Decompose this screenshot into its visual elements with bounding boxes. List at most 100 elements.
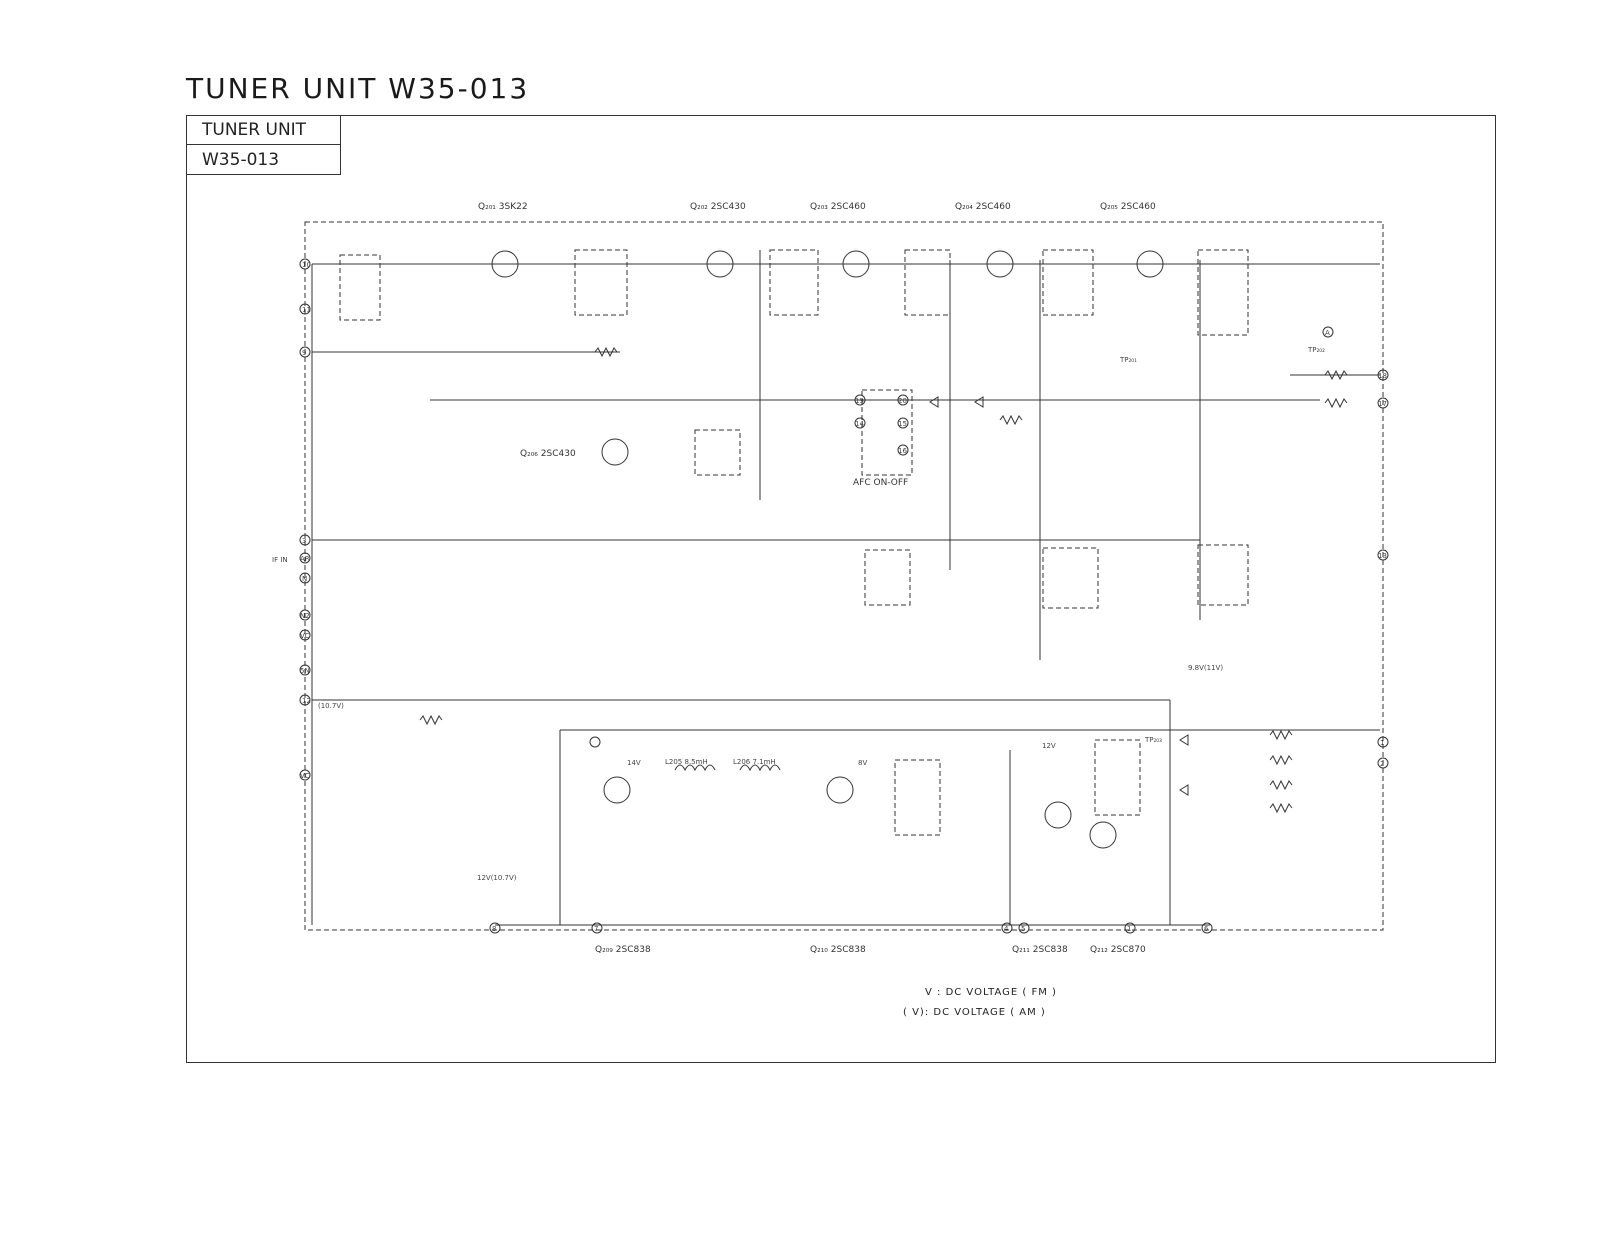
terminal-label-5: 5: [1021, 925, 1025, 933]
label-q212: Q₂₁₂ 2SC870: [1090, 945, 1146, 955]
terminal-10: [299, 258, 311, 270]
transistor-q205: [1136, 250, 1164, 278]
terminal-n2: [299, 609, 311, 621]
label-v-12b: 12V: [1042, 742, 1056, 750]
title-block-model: W35-013: [202, 150, 280, 170]
transformer-t210: [1094, 739, 1141, 816]
label-q201: Q₂₀₁ 3SK22: [478, 202, 528, 212]
legend-am: ( V): DC VOLTAGE ( AM ): [903, 1007, 1046, 1018]
label-v-9-8: 9.8V(11V): [1188, 664, 1223, 672]
label-q203: Q₂₀₃ 2SC460: [810, 202, 866, 212]
terminal-8: [489, 922, 501, 934]
title-block-unit: TUNER UNIT: [186, 115, 340, 145]
terminal-label-n: N: [302, 575, 307, 583]
transistor-q203: [842, 250, 870, 278]
resistor-r269: [1269, 779, 1293, 791]
terminal-6: [1201, 922, 1213, 934]
terminal-label-8: 8: [492, 925, 496, 933]
terminal-7: [591, 922, 603, 934]
afc-switch-box: [861, 389, 913, 476]
terminal-3: [299, 534, 311, 546]
diode-d215: [1179, 784, 1189, 796]
transformer-l201: [339, 254, 381, 321]
transistor-q201: [491, 250, 519, 278]
terminal-label-vc: VC: [300, 632, 310, 640]
label-v-10-7: (10.7V): [318, 702, 344, 710]
transformer-t204: [1197, 249, 1249, 336]
label-q210: Q₂₁₀ 2SC838: [810, 945, 866, 955]
transformer-t201: [769, 249, 819, 316]
terminal-label-4: 4: [1004, 925, 1009, 933]
terminal-label-11: 11: [302, 306, 311, 314]
label-v-12: 12V(10.7V): [477, 874, 517, 882]
label-l206: L206 7.1mH: [733, 758, 776, 766]
terminal-label-6: 6: [1204, 925, 1209, 933]
inductor-l205: [674, 764, 716, 772]
diode-d202: [929, 396, 939, 408]
resistor-r268: [1269, 729, 1293, 741]
terminal-17: [1377, 397, 1389, 409]
terminal-label-13: 13: [1378, 552, 1387, 560]
label-q205: Q₂₀₅ 2SC460: [1100, 202, 1156, 212]
terminal-label-vc2: VC: [300, 772, 310, 780]
transistor-q206: [601, 438, 629, 466]
schematic-frame: [186, 115, 1496, 1063]
transformer-t202: [904, 249, 951, 316]
terminal-r1: [1377, 736, 1389, 748]
label-q204: Q₂₀₄ 2SC460: [955, 202, 1011, 212]
transistor-q204: [986, 250, 1014, 278]
transistor-q210: [826, 776, 854, 804]
terminal-5: [1018, 922, 1030, 934]
terminal-label-3: 3: [302, 537, 306, 545]
resistor-r235: [419, 714, 443, 726]
terminal-label-ar: AR: [300, 555, 310, 563]
label-q209: Q₂₀₉ 2SC838: [595, 945, 651, 955]
label-q211: Q₂₁₁ 2SC838: [1012, 945, 1068, 955]
terminal-5n: [299, 664, 311, 676]
transformer-t209: [894, 759, 941, 836]
label-q206: Q₂₀₆ 2SC430: [520, 449, 576, 459]
label-afc-switch: AFC ON-OFF: [853, 478, 908, 488]
label-tp202: TP₂₀₂: [1307, 346, 1325, 354]
terminal-r2: [1377, 757, 1389, 769]
terminal-label-1b: 1: [1127, 925, 1131, 933]
terminal-label-9: 9: [302, 349, 306, 357]
terminal-20: [897, 394, 909, 406]
transistor-q202: [706, 250, 734, 278]
resistor-r266: [1269, 754, 1293, 766]
title-block: TUNER UNIT W35-013: [186, 115, 341, 175]
label-l205: L205 8.5mH: [665, 758, 708, 766]
terminal-14: [854, 417, 866, 429]
coil-osc: [694, 429, 741, 476]
diode-d203: [974, 396, 984, 408]
transistor-q212: [1089, 821, 1117, 849]
resistor-r270: [1269, 802, 1293, 814]
unit-boundary: [304, 221, 1384, 931]
terminal-label-12: 12: [302, 697, 311, 705]
terminal-12: [299, 694, 311, 706]
terminal-18: [1377, 369, 1389, 381]
resistor-r211: [999, 414, 1023, 426]
label-v-14: 14V: [627, 759, 641, 767]
diode-d214: [1179, 734, 1189, 746]
terminal-vc: [299, 629, 311, 641]
transformer-t203: [1042, 249, 1094, 316]
resistor-r226: [1324, 397, 1348, 409]
terminal-label-15: 15: [898, 420, 907, 428]
terminal-4: [1001, 922, 1013, 934]
terminal-label-5n: 5N: [300, 667, 310, 675]
terminal-label-n2: N2: [300, 612, 310, 620]
terminal-a-top: [1322, 326, 1334, 338]
terminal-15: [897, 417, 909, 429]
terminal-label-2: 2: [1380, 760, 1384, 768]
terminal-19: [854, 394, 866, 406]
terminal-label-14: 14: [855, 420, 864, 428]
resistor-r225: [1324, 369, 1348, 381]
terminal-vc2: [299, 769, 311, 781]
terminal-1: [1124, 922, 1136, 934]
resistor-r201: [594, 346, 618, 358]
terminal-9: [299, 346, 311, 358]
label-if-in: IF IN: [272, 556, 288, 564]
terminal-label-7: 7: [594, 925, 598, 933]
